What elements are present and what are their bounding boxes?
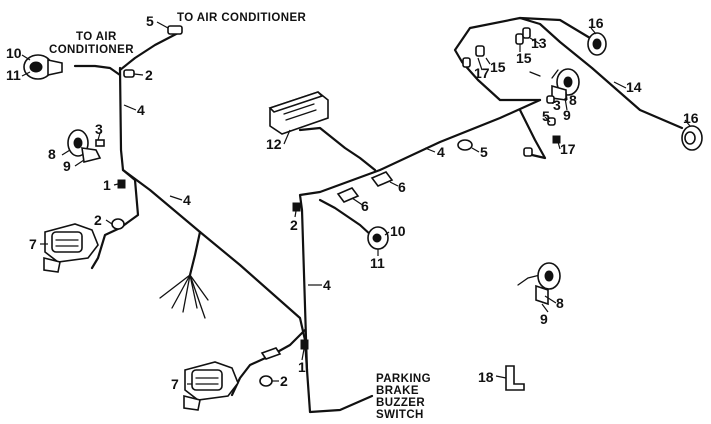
callout-4-left-top: 4 <box>137 102 145 118</box>
callout-9-left: 9 <box>63 158 71 174</box>
caption-to-ac-line2: CONDITIONER <box>49 44 134 56</box>
callout-11-center: 11 <box>370 255 385 271</box>
callout-13: 13 <box>531 35 547 51</box>
lamp-16-top <box>587 32 607 56</box>
connector-left-top <box>123 69 135 78</box>
callout-2-left-lower: 2 <box>94 212 102 228</box>
harness-branch-top <box>118 30 182 72</box>
harness-branch-breakout <box>188 230 202 277</box>
callout-10-left: 10 <box>6 45 22 61</box>
callout-8-right: 8 <box>569 92 577 108</box>
connector-ac-top <box>167 25 183 35</box>
harness-right-diagonal <box>518 108 547 160</box>
callout-9-bottom-right: 9 <box>540 311 548 327</box>
connector-left-lower <box>111 218 125 230</box>
leader-lines <box>21 21 691 385</box>
callout-10-center: 10 <box>390 223 406 239</box>
callout-12: 12 <box>266 136 282 152</box>
caption-parking-line4: SWITCH <box>376 409 424 421</box>
callout-18: 18 <box>478 369 494 385</box>
lamp-16-right <box>681 125 703 151</box>
callout-1-left: 1 <box>103 177 111 193</box>
callout-7-left-lower: 7 <box>171 376 179 392</box>
connectors-top-right <box>462 27 561 157</box>
bracket <box>505 365 525 391</box>
harness-top-right <box>518 16 592 40</box>
callout-8-left: 8 <box>48 146 56 162</box>
connector-center-5 <box>457 139 473 151</box>
callout-15-top: 15 <box>516 50 532 66</box>
connector-bottom <box>259 375 273 387</box>
callout-3-right: 3 <box>553 97 561 113</box>
caption-parking-line1: PARKING <box>376 373 431 385</box>
callout-16-top: 16 <box>588 15 604 31</box>
callout-4-left-mid: 4 <box>183 192 191 208</box>
callout-5-top: 5 <box>146 13 154 29</box>
harness-center-vertical <box>298 98 542 372</box>
harness-branch-headlight-lower <box>230 328 307 397</box>
connector-6-left <box>336 187 360 203</box>
connector-6-right <box>370 171 394 187</box>
connector-center-bottom <box>300 339 309 350</box>
callout-1-bottom: 1 <box>298 359 306 375</box>
callout-15-left: 15 <box>490 59 506 75</box>
callout-5-right: 5 <box>542 108 550 124</box>
horn-right <box>551 68 580 101</box>
callout-17-top: 17 <box>474 65 490 81</box>
callout-8-bottom-right: 8 <box>556 295 564 311</box>
wiring-harness <box>73 16 684 414</box>
harness-branch-module <box>298 126 377 172</box>
harness-upper-right <box>453 16 684 130</box>
callout-9-right: 9 <box>563 107 571 123</box>
control-module <box>268 91 329 135</box>
callout-17-right: 17 <box>560 141 576 157</box>
callout-11-left: 11 <box>6 67 21 83</box>
callout-2-center: 2 <box>290 217 298 233</box>
callout-numbers: 5 10 11 2 4 3 8 9 1 4 2 7 12 4 5 6 6 2 1… <box>6 13 699 392</box>
harness-parking-brake <box>305 368 374 414</box>
callout-3-left: 3 <box>95 121 103 137</box>
headlight-left-upper <box>43 223 99 273</box>
callout-2-bottom: 2 <box>280 373 288 389</box>
caption-to-ac-top: TO AIR CONDITIONER <box>177 12 307 24</box>
callout-14: 14 <box>626 79 642 95</box>
harness-branch-left-ac <box>73 64 122 77</box>
callout-4-center-vertical: 4 <box>323 277 331 293</box>
connector-center <box>292 202 301 212</box>
callout-16-right: 16 <box>683 110 699 126</box>
horn-left <box>67 129 105 163</box>
callout-7-left-upper: 7 <box>29 236 37 252</box>
horn-bottom-right <box>535 262 561 306</box>
harness-branch-center-lamp <box>318 198 374 238</box>
connector-bottom-plug <box>260 347 282 360</box>
caption-to-ac-line1: TO AIR <box>76 31 117 43</box>
callout-5-center: 5 <box>480 144 488 160</box>
connector-left-mid <box>117 179 126 189</box>
callout-6-right: 6 <box>398 179 406 195</box>
caption-parking-line3: BUZZER <box>376 397 425 409</box>
callout-2-left-top: 2 <box>145 67 153 83</box>
caption-parking-line2: BRAKE <box>376 385 419 397</box>
side-lamp-left-top <box>23 54 63 80</box>
callout-6-left: 6 <box>361 198 369 214</box>
headlight-left-lower <box>183 361 239 411</box>
side-lamp-center <box>367 226 389 250</box>
callout-4-center: 4 <box>437 144 445 160</box>
